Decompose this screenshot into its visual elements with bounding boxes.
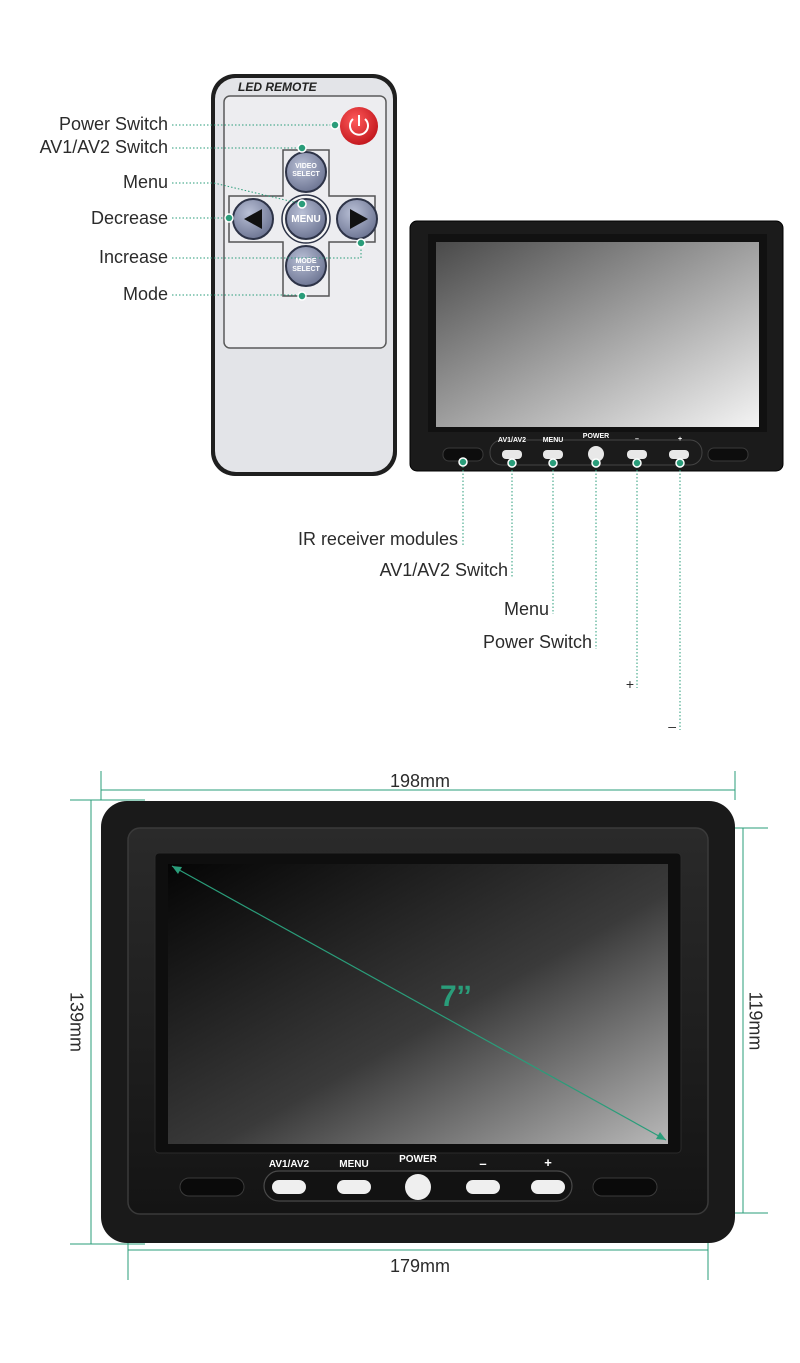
monitor-small-callout-dots [458, 457, 685, 468]
bottom-diagram [70, 771, 768, 1280]
large-ir-receiver-right [592, 1177, 658, 1197]
callout-minus: – [668, 718, 676, 734]
monitor-small-leaders [462, 463, 681, 730]
small-av-button[interactable] [502, 450, 522, 459]
menu-button-label: MENU [291, 214, 321, 225]
inner-height-label: 119mm [745, 991, 766, 1051]
left-arrow-icon [244, 209, 262, 229]
small-minus-button[interactable] [627, 450, 647, 459]
large-label-minus: – [479, 1156, 487, 1171]
small-ir-receiver-right [707, 447, 749, 462]
remote-control [211, 74, 397, 476]
large-minus-button[interactable] [466, 1180, 500, 1194]
callout-increase: Increase [98, 247, 168, 267]
diagonal-line [171, 865, 667, 1141]
large-label-plus: + [544, 1155, 552, 1170]
remote-brand: LED REMOTE [238, 80, 317, 94]
small-label-minus: – [635, 436, 639, 443]
callout-av-switch: AV1/AV2 Switch [39, 137, 168, 157]
callout-power-switch: Power Switch [58, 114, 168, 134]
small-plus-button[interactable] [669, 450, 689, 459]
callout-decrease: Decrease [90, 208, 168, 228]
monitor-large [101, 801, 735, 1243]
outer-width-label: 198mm [390, 771, 451, 791]
video-select-label: VIDEO SELECT [292, 163, 320, 178]
large-plus-button[interactable] [531, 1180, 565, 1194]
callout-plus: + [625, 676, 634, 692]
small-label-plus: + [677, 436, 683, 443]
remote-mode-select-button[interactable] [285, 245, 327, 287]
remote-callout-dots [224, 120, 366, 301]
callout-ir-receiver: IR receiver modules [297, 529, 458, 549]
callout-menu-monitor: Menu [503, 599, 549, 619]
callout-mode: Mode [122, 284, 168, 304]
remote-leaders [172, 124, 362, 296]
callout-av-switch-monitor: AV1/AV2 Switch [379, 560, 508, 580]
large-ir-receiver-left [179, 1177, 245, 1197]
right-arrow-icon [350, 209, 368, 229]
small-power-button[interactable] [588, 446, 604, 462]
small-menu-button[interactable] [543, 450, 563, 459]
outer-height-label: 139mm [66, 991, 87, 1053]
large-label-menu: MENU [339, 1159, 369, 1170]
small-label-av: AV1/AV2 [497, 437, 527, 444]
small-label-menu: MENU [542, 437, 564, 444]
large-label-av: AV1/AV2 [268, 1159, 310, 1170]
large-power-button[interactable] [405, 1174, 431, 1200]
large-av-button[interactable] [272, 1180, 306, 1194]
callout-menu: Menu [122, 172, 168, 192]
small-label-power: POWER [582, 433, 610, 440]
large-menu-button[interactable] [337, 1180, 371, 1194]
top-diagram [172, 74, 784, 730]
large-label-power: POWER [399, 1154, 437, 1165]
mode-select-label: MODE SELECT [292, 258, 320, 273]
monitor-small [409, 220, 784, 472]
remote-video-select-button[interactable] [285, 151, 327, 193]
inner-width-label: 179mm [389, 1256, 451, 1276]
small-screen [436, 242, 759, 427]
callout-power-monitor: Power Switch [482, 632, 592, 652]
remote-menu-button[interactable] [285, 198, 327, 240]
diagonal-size-label: 7ˮ [440, 980, 472, 1013]
